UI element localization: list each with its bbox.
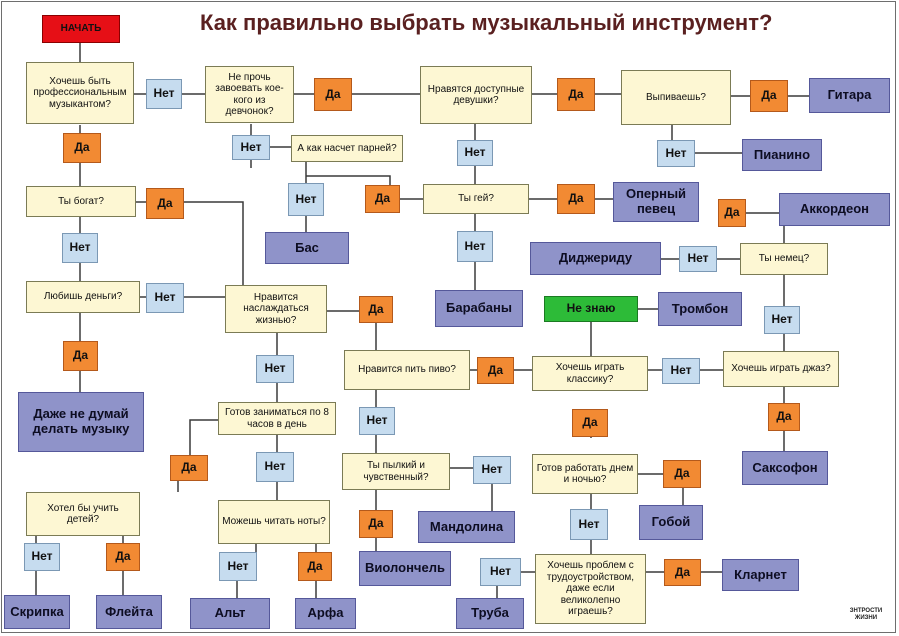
result-opera-singer: Оперный певец: [613, 182, 699, 222]
question-read-notes: Можешь читать ноты?: [218, 500, 330, 544]
no-label: Нет: [657, 140, 695, 167]
result-saxophone: Саксофон: [742, 451, 828, 485]
question-gay: Ты гей?: [423, 184, 529, 214]
yes-label: Да: [106, 543, 140, 571]
result-clarinet: Кларнет: [722, 559, 799, 591]
result-flute: Флейта: [96, 595, 162, 629]
result-no-music: Даже не думай делать музыку: [18, 392, 144, 452]
yes-label: Да: [63, 341, 98, 371]
result-violin: Скрипка: [4, 595, 70, 629]
yes-label: Да: [572, 409, 608, 437]
question-teach: Хотел бы учить детей?: [26, 492, 140, 536]
no-label: Нет: [62, 233, 98, 263]
yes-label: Да: [477, 357, 514, 384]
no-label: Нет: [146, 283, 184, 313]
yes-label: Да: [768, 403, 800, 431]
start-node: НАЧАТЬ: [42, 15, 120, 43]
question-jazz: Хочешь играть джаз?: [723, 351, 839, 387]
question-beer: Нравится пить пиво?: [344, 350, 470, 390]
result-viola: Альт: [190, 598, 270, 629]
yes-label: Да: [365, 185, 400, 213]
question-money: Любишь деньги?: [26, 281, 140, 313]
yes-label: Да: [359, 296, 393, 323]
no-label: Нет: [457, 231, 493, 262]
no-label: Нет: [473, 456, 511, 484]
no-label: Нет: [764, 306, 800, 334]
result-drums: Барабаны: [435, 290, 523, 327]
no-label: Нет: [256, 452, 294, 482]
yes-label: Да: [298, 552, 332, 581]
question-rich: Ты богат?: [26, 186, 136, 217]
yes-label: Да: [359, 510, 393, 538]
question-practice: Готов заниматься по 8 часов в день: [218, 402, 336, 435]
question-guys: А как насчет парней?: [291, 135, 403, 162]
result-oboe: Гобой: [639, 505, 703, 540]
no-label: Нет: [288, 183, 324, 216]
question-easy-girls: Нравятся доступные девушки?: [420, 66, 532, 124]
result-trombone: Тромбон: [658, 292, 742, 326]
yes-label: Да: [63, 133, 101, 163]
result-guitar: Гитара: [809, 78, 890, 113]
yes-label: Да: [557, 78, 595, 111]
question-passionate: Ты пылкий и чувственный?: [342, 453, 450, 490]
result-bass: Бас: [265, 232, 349, 264]
yes-label: Да: [750, 80, 788, 112]
no-label: Нет: [256, 355, 294, 383]
yes-label: Да: [557, 184, 595, 214]
question-enjoy-life: Нравится наслаждаться жизнью?: [225, 285, 327, 333]
question-employment: Хочешь проблем с трудоустройством, даже …: [535, 554, 646, 624]
question-drink: Выпиваешь?: [621, 70, 731, 125]
result-harp: Арфа: [295, 598, 356, 629]
result-cello: Виолончель: [359, 551, 451, 586]
result-trumpet: Труба: [456, 598, 524, 629]
result-mandolin: Мандолина: [418, 511, 515, 543]
result-piano: Пианино: [742, 139, 822, 171]
no-label: Нет: [219, 552, 257, 581]
yes-label: Да: [664, 559, 701, 586]
result-didgeridoo: Диджериду: [530, 242, 661, 275]
no-label: Нет: [679, 246, 717, 272]
no-label: Нет: [24, 543, 60, 571]
question-classic: Хочешь играть классику?: [532, 356, 648, 391]
no-label: Нет: [570, 509, 608, 540]
no-label: Нет: [480, 558, 521, 586]
yes-label: Да: [146, 188, 184, 219]
no-label: Нет: [662, 358, 700, 384]
result-accordion: Аккордеон: [779, 193, 890, 226]
no-label: Нет: [359, 407, 395, 435]
no-label: Нет: [146, 79, 182, 109]
page-title: Как правильно выбрать музыкальный инстру…: [200, 10, 773, 35]
question-day-night: Готов работать днем и ночью?: [532, 454, 638, 494]
no-label: Нет: [457, 140, 493, 166]
dunno-node: Не знаю: [544, 296, 638, 322]
publisher-logo: ЗНТРОСТИ ЖИЗНИ: [849, 608, 883, 621]
question-german: Ты немец?: [740, 243, 828, 275]
yes-label: Да: [314, 78, 352, 111]
question-professional: Хочешь быть профессиональным музыкантом?: [26, 62, 134, 124]
yes-label: Да: [170, 455, 208, 481]
no-label: Нет: [232, 135, 270, 160]
yes-label: Да: [718, 199, 746, 227]
question-impress-girls: Не прочь завоевать кое-кого из девчонок?: [205, 66, 294, 123]
yes-label: Да: [663, 460, 701, 488]
